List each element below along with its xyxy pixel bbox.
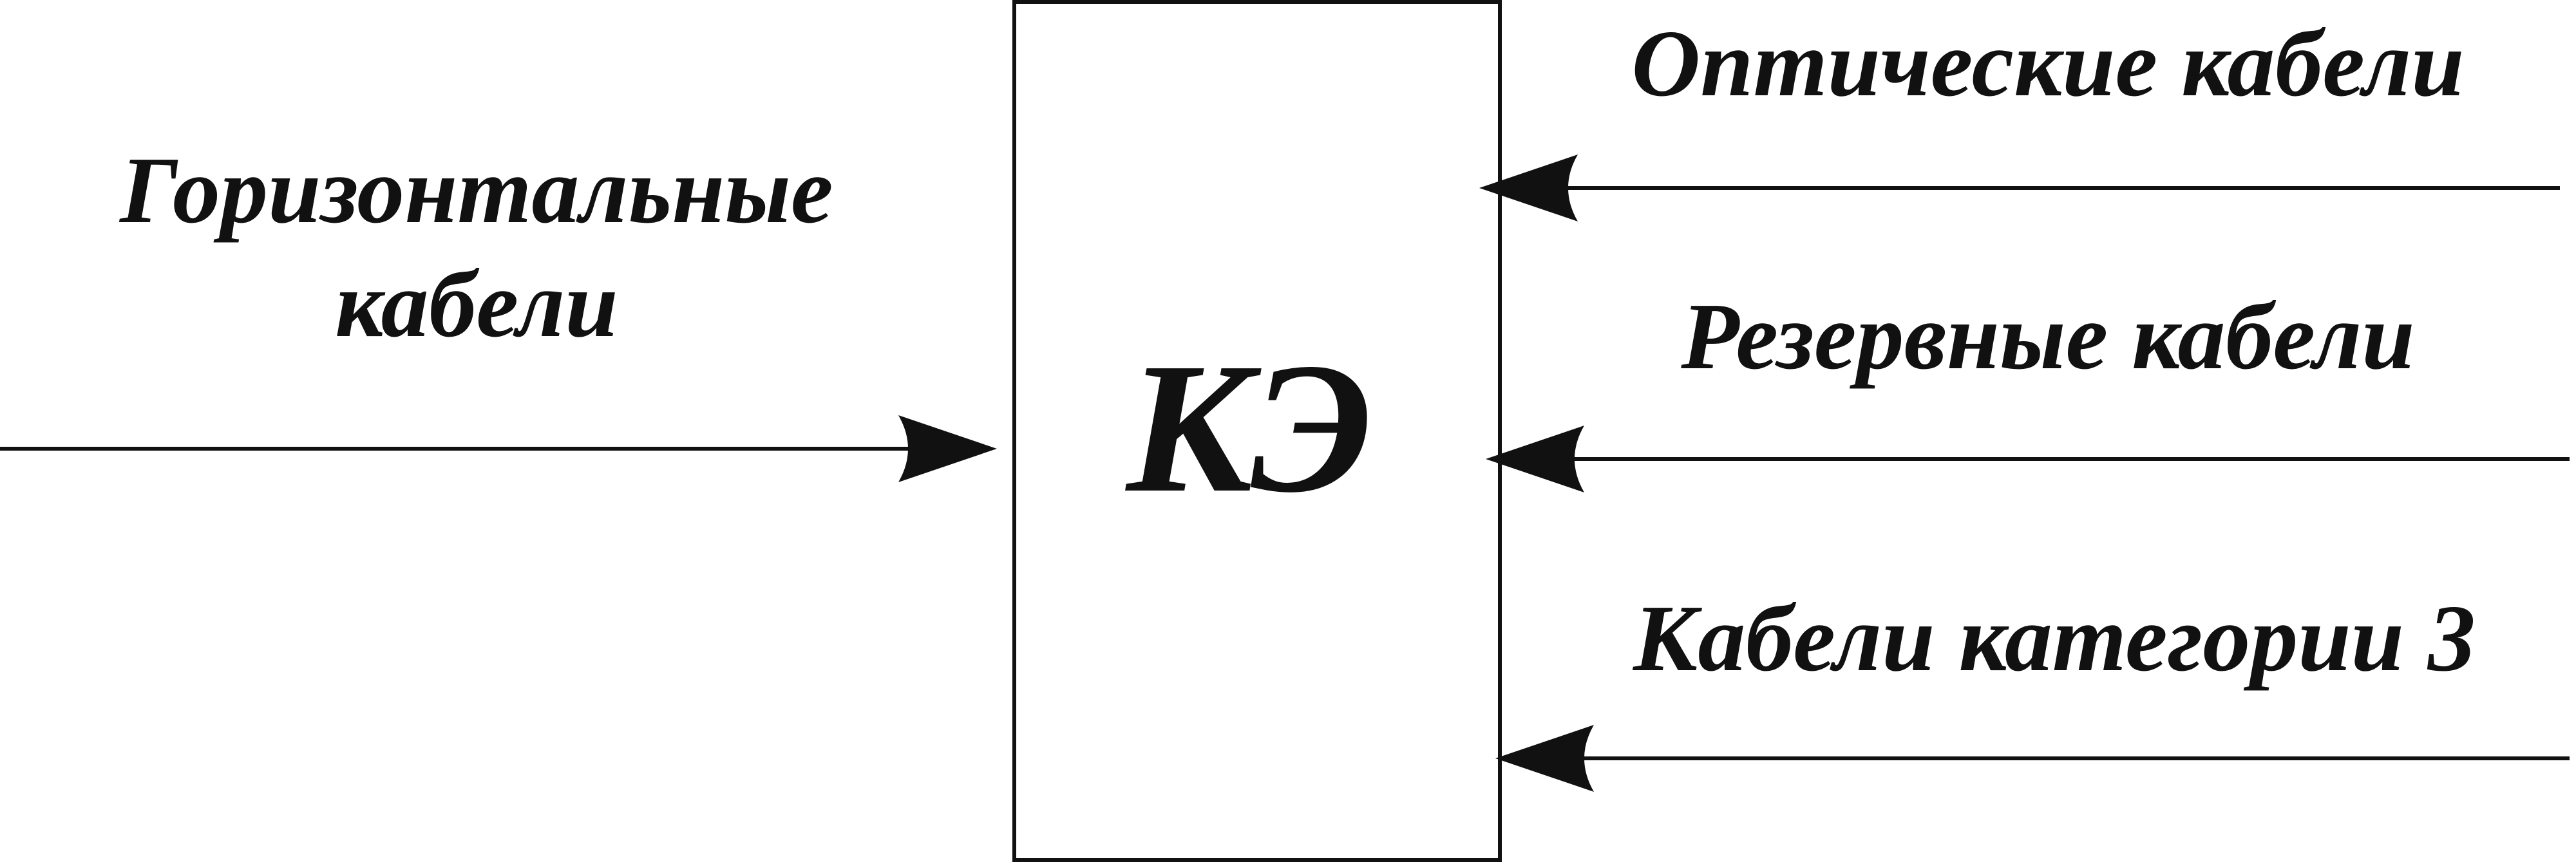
- category3-cables-arrowhead: [1495, 725, 1594, 792]
- horizontal-cables-label-line1: Горизонтальные: [118, 138, 833, 243]
- reserve-cables-arrowhead: [1486, 426, 1584, 492]
- cross-connect-box: [1012, 0, 1502, 862]
- horizontal-cables-arrowhead: [898, 415, 997, 482]
- optical-cables-label: Оптические кабели: [1631, 11, 2464, 117]
- horizontal-cables-label-line2: кабели: [335, 252, 618, 357]
- box-label: КЭ: [1124, 324, 1372, 531]
- category3-cables-label: Кабели категории 3: [1632, 586, 2476, 691]
- reserve-cables-label: Резервные кабели: [1680, 284, 2414, 389]
- optical-cables-arrowhead: [1479, 155, 1578, 221]
